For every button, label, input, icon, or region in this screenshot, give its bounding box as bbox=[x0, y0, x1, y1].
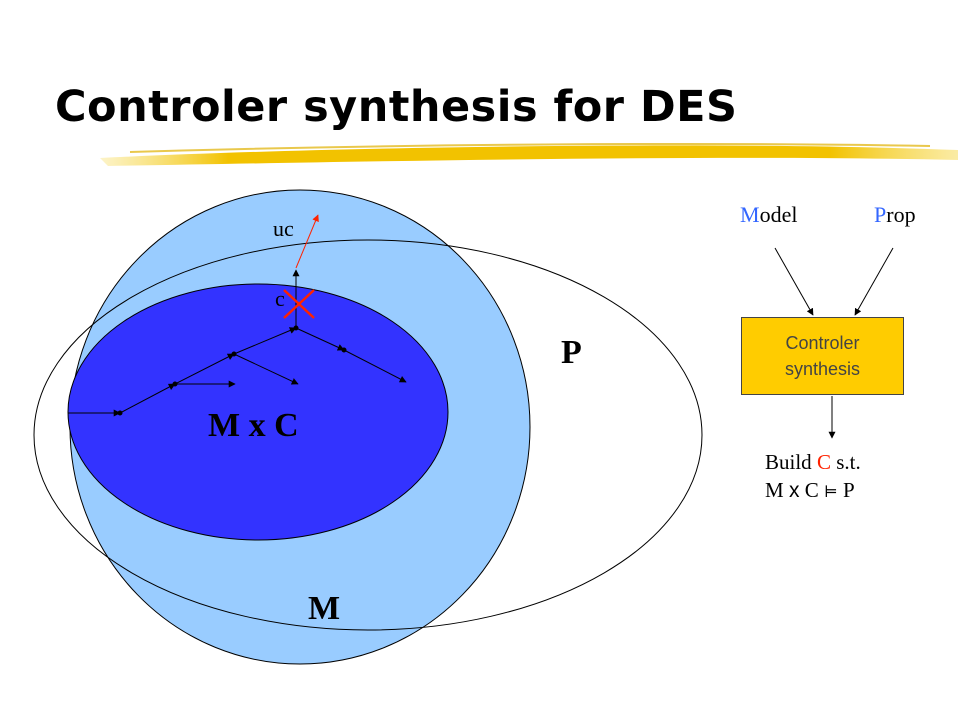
result-m: M bbox=[765, 478, 789, 502]
result-c: C bbox=[799, 478, 824, 502]
models-symbol: ⊨ bbox=[823, 482, 838, 501]
transition-6 bbox=[233, 327, 297, 355]
title-underline bbox=[100, 145, 958, 166]
label-m: M bbox=[308, 590, 341, 627]
prop-rest: rop bbox=[886, 202, 916, 227]
transition-tree bbox=[68, 269, 407, 417]
prop-label: Prop bbox=[874, 202, 916, 228]
prop-arrow bbox=[854, 247, 894, 316]
label-mxc: M x C bbox=[208, 407, 299, 444]
model-initial: M bbox=[740, 202, 760, 227]
state-dot-4 bbox=[293, 325, 299, 331]
build-prefix: Build bbox=[765, 450, 817, 474]
transition-7 bbox=[295, 327, 345, 351]
transition-2 bbox=[119, 383, 176, 414]
label-p: P bbox=[561, 334, 582, 371]
build-suffix: s.t. bbox=[830, 450, 861, 474]
uncontrollable-transition bbox=[295, 214, 319, 269]
result-p: P bbox=[837, 478, 855, 502]
transition-4 bbox=[174, 353, 235, 385]
label-uc: uc bbox=[273, 216, 294, 241]
result-line: M x C ⊨ P bbox=[765, 478, 855, 503]
state-dot-1 bbox=[117, 410, 123, 416]
model-label: Model bbox=[740, 202, 797, 228]
state-dot-5 bbox=[341, 347, 347, 353]
product-ellipse-mxc bbox=[67, 283, 449, 541]
label-c: c bbox=[275, 286, 285, 311]
model-rest: odel bbox=[759, 202, 798, 227]
state-dot-2 bbox=[172, 381, 178, 387]
property-ellipse-p bbox=[33, 239, 703, 631]
disable-cross-icon bbox=[283, 289, 315, 319]
controler-synthesis-box: Controler synthesis bbox=[741, 317, 904, 395]
state-dot-3 bbox=[231, 351, 237, 357]
prop-initial: P bbox=[874, 202, 887, 227]
build-line: Build C s.t. bbox=[765, 450, 861, 475]
transition-5 bbox=[233, 353, 299, 385]
title-underline-streak bbox=[129, 143, 931, 153]
result-x: x bbox=[788, 479, 800, 502]
model-arrow bbox=[774, 247, 814, 316]
slide-title: Controler synthesis for DES bbox=[55, 82, 738, 132]
build-c: C bbox=[816, 450, 831, 474]
transition-8 bbox=[343, 349, 407, 383]
flow-arrows bbox=[774, 247, 894, 439]
